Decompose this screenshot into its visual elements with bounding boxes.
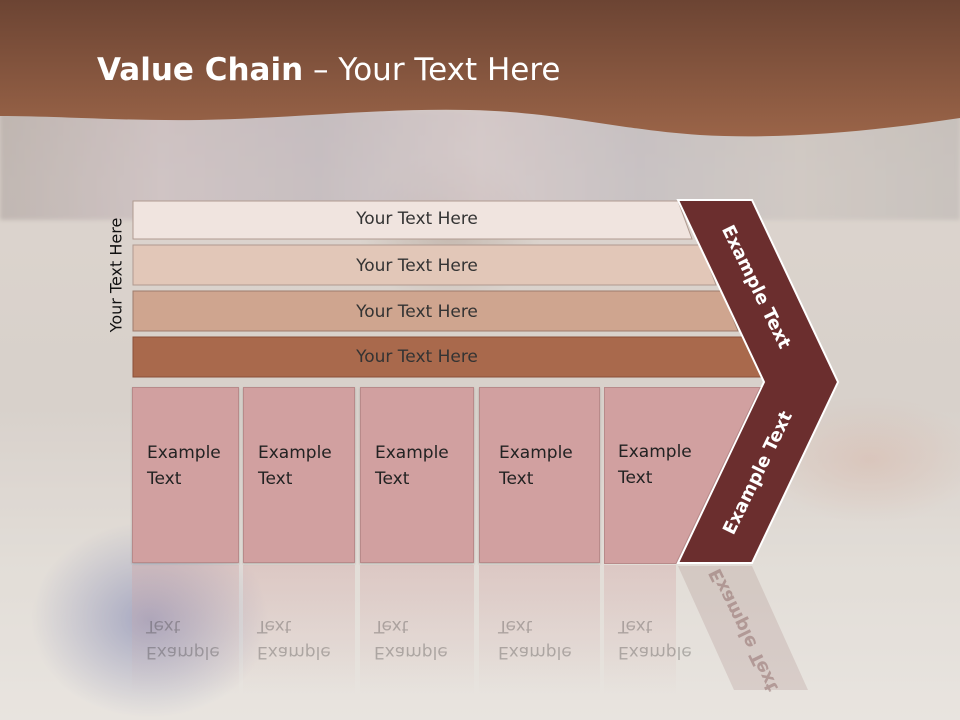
value-box-5: Example Text: [604, 387, 704, 563]
bar-1-label: Your Text Here: [356, 209, 478, 229]
box-3-line1: Example: [375, 443, 449, 463]
box-4-reflection-line2: Text: [498, 616, 533, 636]
box-5-line1: Example: [618, 442, 692, 462]
bar-2-shape: [132, 244, 717, 286]
box-1-line1: Example: [147, 443, 221, 463]
box-1-reflection-line2: Text: [146, 616, 181, 636]
box-4-line2: Text: [499, 469, 534, 489]
value-box-3: Example Text: [360, 387, 474, 563]
box-1-reflection: Example Text: [132, 565, 239, 665]
box-3-reflection-line2: Text: [374, 616, 409, 636]
box-5-reflection-line1: Example: [618, 642, 692, 662]
bar-3-label: Your Text Here: [356, 302, 478, 322]
box-3-reflection-bg: [360, 565, 474, 695]
bar-2-label: Your Text Here: [356, 256, 478, 276]
value-box-5-shape: [604, 387, 761, 564]
box-4-reflection-line1: Example: [498, 642, 572, 662]
box-1-line2: Text: [147, 469, 182, 489]
box-2-reflection-line1: Example: [257, 642, 331, 662]
box-4-reflection: Example Text: [479, 565, 600, 665]
bar-1-shape: [132, 200, 693, 240]
page-title: Value Chain – Your Text Here: [97, 52, 560, 88]
box-2-reflection: Example Text: [243, 565, 355, 665]
value-box-4: Example Text: [479, 387, 600, 563]
title-bold: Value Chain: [97, 52, 304, 88]
box-5-reflection: Example Text: [604, 565, 704, 665]
box-3-reflection-line1: Example: [374, 642, 448, 662]
box-2-line2: Text: [258, 469, 293, 489]
title-rest: – Your Text Here: [303, 52, 561, 88]
value-box-2: Example Text: [243, 387, 355, 563]
box-2-reflection-bg: [243, 565, 355, 695]
box-4-reflection-bg: [479, 565, 600, 695]
chevron-shape: [676, 199, 840, 564]
box-2-reflection-line2: Text: [257, 616, 292, 636]
box-3-line2: Text: [375, 469, 410, 489]
box-2-line1: Example: [258, 443, 332, 463]
box-3-reflection: Example Text: [360, 565, 474, 665]
box-1-reflection-bg: [132, 565, 239, 695]
box-5-reflection-bg: [604, 565, 676, 695]
bar-3-shape: [132, 290, 739, 332]
bar-4-label: Your Text Here: [356, 347, 478, 367]
box-5-reflection-line2: Text: [618, 616, 653, 636]
box-5-line2: Text: [618, 468, 653, 488]
box-4-line1: Example: [499, 443, 573, 463]
value-box-1: Example Text: [132, 387, 239, 563]
chevron-reflection: [678, 566, 808, 690]
header-band: [0, 0, 960, 137]
box-1-reflection-line1: Example: [146, 642, 220, 662]
